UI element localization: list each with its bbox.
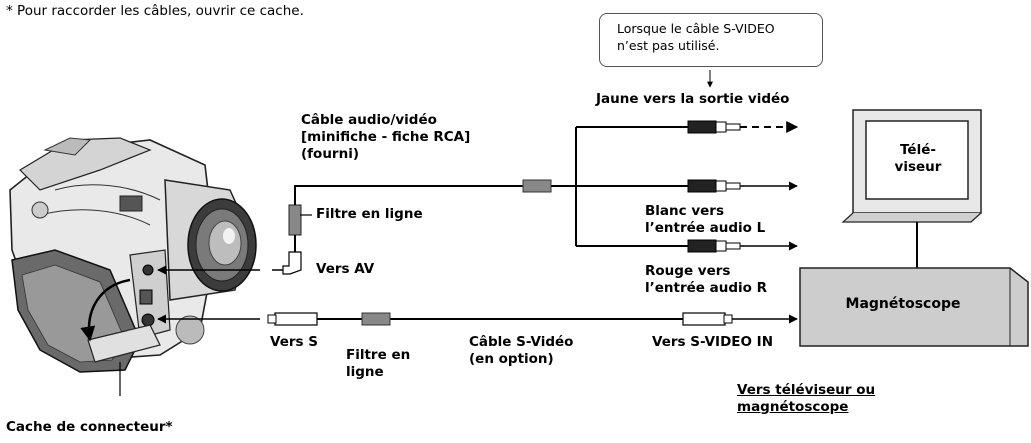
tv-label-line-2: viseur xyxy=(894,159,942,175)
tv-label: Télé- viseur xyxy=(890,142,946,176)
tv-icon xyxy=(841,109,982,268)
inline-filter-bottom-label: Filtre en ligne xyxy=(346,347,410,381)
rca-plug-icon xyxy=(687,120,741,253)
white-line-1: Blanc vers xyxy=(645,203,724,219)
tv-label-line-1: Télé- xyxy=(900,142,936,158)
inline-filter-bottom-line-2: ligne xyxy=(346,364,384,380)
white-label: Blanc vers l’entrée audio L xyxy=(645,203,765,237)
av-cable-label: Câble audio/vidéo [minifiche - fiche RCA… xyxy=(301,112,470,163)
mini-plug-icon xyxy=(272,204,302,275)
vcr-icon xyxy=(799,267,1029,347)
inline-filter-top-label: Filtre en ligne xyxy=(316,206,423,222)
av-cable-line-1: Câble audio/vidéo xyxy=(301,112,437,128)
callout-line-2: n’est pas utilisé. xyxy=(617,38,720,53)
yellow-label: Jaune vers la sortie vidéo xyxy=(596,91,790,107)
camcorder-icon xyxy=(9,137,257,396)
to-tv-vcr-label: Vers téléviseur ou magnétoscope xyxy=(737,382,875,416)
s-video-plug-icon xyxy=(267,312,733,326)
red-line-2: l’entrée audio R xyxy=(645,280,768,296)
inline-filter-bottom-line-1: Filtre en xyxy=(346,347,411,363)
s-video-cable-label: Câble S-Vidéo (en option) xyxy=(469,334,573,368)
cover-note: * Pour raccorder les câbles, ouvrir ce c… xyxy=(6,3,304,19)
s-video-cable-line-1: Câble S-Vidéo xyxy=(469,334,574,350)
to-s-label: Vers S xyxy=(270,334,318,350)
red-line-1: Rouge vers xyxy=(645,263,731,279)
white-line-2: l’entrée audio L xyxy=(645,220,766,236)
to-av-label: Vers AV xyxy=(316,261,375,277)
callout-line-1: Lorsque le câble S-VIDEO xyxy=(617,21,775,36)
av-cable-line-2: [minifiche - fiche RCA] xyxy=(301,129,471,145)
av-cable-line-3: (fourni) xyxy=(301,146,359,162)
connector-cover-label: Cache de connecteur* xyxy=(6,419,173,435)
s-video-cable-line-2: (en option) xyxy=(469,351,554,367)
to-s-video-in-label: Vers S-VIDEO IN xyxy=(652,334,773,350)
vcr-label: Magnétoscope xyxy=(845,296,961,312)
to-tv-vcr-line-2: magnétoscope xyxy=(737,399,849,415)
red-label: Rouge vers l’entrée audio R xyxy=(645,263,767,297)
to-tv-vcr-line-1: Vers téléviseur ou xyxy=(737,382,876,398)
callout-box: Lorsque le câble S-VIDEO n’est pas utili… xyxy=(599,13,823,67)
